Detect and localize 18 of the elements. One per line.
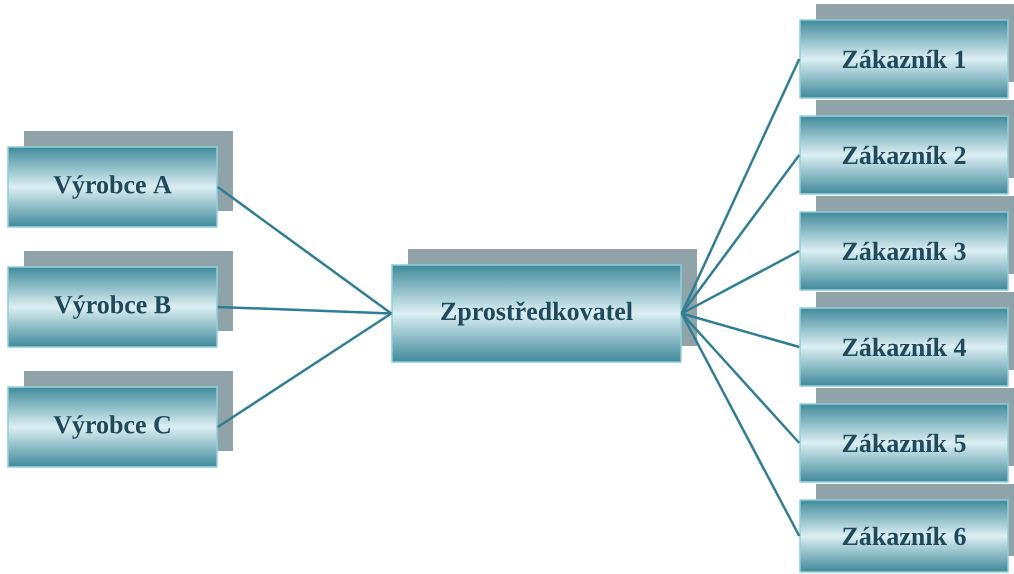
connector-line — [680, 154, 801, 315]
process-box: Výrobce A — [7, 131, 233, 228]
connector-line — [681, 249, 800, 315]
process-box: Zákazník 5 — [799, 388, 1014, 483]
connector-line — [680, 58, 801, 315]
process-box: Zákazník 6 — [799, 484, 1014, 573]
process-box: Zákazník 3 — [799, 196, 1014, 291]
process-box: Zákazník 1 — [799, 4, 1014, 99]
connector-line — [217, 186, 392, 315]
process-box: Výrobce C — [7, 371, 233, 468]
process-box: Zprostředkovatel — [391, 249, 697, 363]
process-box: Výrobce B — [7, 251, 233, 348]
process-box: Zákazník 4 — [799, 292, 1014, 387]
connector-line — [680, 312, 801, 537]
process-box: Zákazník 2 — [799, 100, 1014, 195]
connector-line — [217, 312, 392, 429]
connector-line — [681, 312, 800, 349]
connector-line — [217, 305, 392, 315]
